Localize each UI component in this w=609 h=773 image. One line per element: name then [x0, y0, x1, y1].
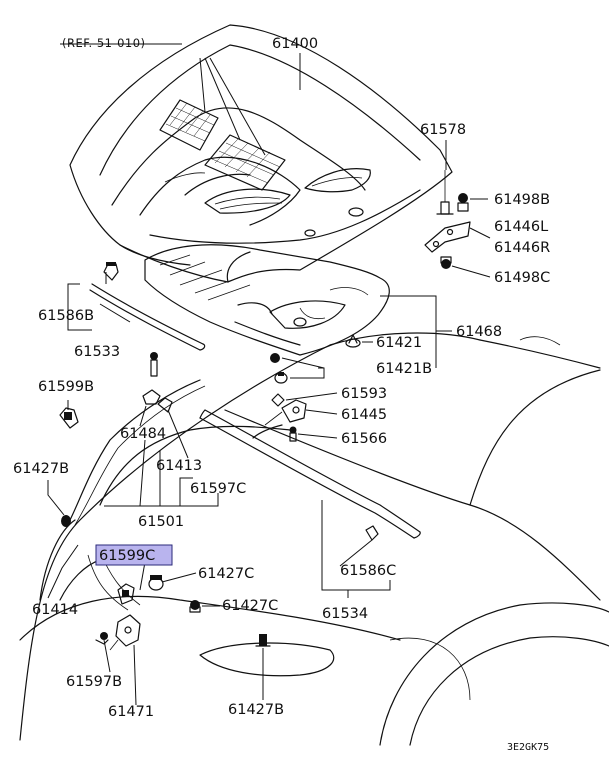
label-61566: 61566: [341, 431, 387, 447]
fasteners: [59, 170, 471, 651]
part-61427c-lower-icon: [189, 600, 201, 613]
label-61586c: 61586C: [340, 563, 396, 579]
part-61498b-icon: [457, 193, 469, 212]
label-61445: 61445: [341, 407, 387, 423]
leader-lines: [47, 43, 491, 706]
label-61421b: 61421B: [376, 361, 432, 377]
label-61413: 61413: [156, 458, 202, 474]
label-61471: 61471: [108, 704, 154, 720]
label-61498b: 61498B: [494, 192, 550, 208]
label-61534: 61534: [322, 606, 368, 622]
part-labels: (REF. 51-010) 61400 61578 61498B 61446L …: [13, 36, 550, 753]
label-61501: 61501: [138, 514, 184, 530]
part-61593-icon: [271, 393, 285, 407]
label-61586b: 61586B: [38, 308, 94, 324]
label-61597b: 61597B: [66, 674, 122, 690]
label-61599b: 61599B: [38, 379, 94, 395]
part-61578-icon: [436, 170, 454, 215]
part-61427b-grommet-icon: [61, 515, 71, 527]
label-61446r: 61446R: [494, 240, 550, 256]
label-61484: 61484: [120, 426, 166, 442]
weatherstrip-front: [89, 283, 206, 351]
hood-lock-icon: [109, 614, 141, 651]
label-61400: 61400: [272, 36, 318, 52]
label-61468: 61468: [456, 324, 502, 340]
part-61421b-icon: [270, 353, 288, 384]
part-61586c-icon: [365, 525, 379, 541]
part-61586b-icon: [103, 262, 119, 281]
highlight-box-61599c: [95, 544, 173, 566]
label-61427c-upper: 61427C: [198, 566, 254, 582]
part-61484-icon: [142, 352, 173, 413]
label-ref: (REF. 51-010): [62, 36, 146, 50]
part-61498c-icon: [440, 256, 452, 269]
label-61414: 61414: [32, 602, 78, 618]
part-61566-icon: [289, 426, 297, 442]
label-61446l: 61446L: [494, 219, 548, 235]
label-61593: 61593: [341, 386, 387, 402]
part-61427c-upper-icon: [148, 575, 164, 591]
hood-panel: [69, 24, 453, 283]
label-61427c-lower: 61427C: [222, 598, 278, 614]
car-body-outline: [19, 332, 609, 746]
label-61599c[interactable]: 61599C: [99, 548, 155, 564]
label-61597c: 61597C: [190, 481, 246, 497]
part-61421-icon: [345, 334, 361, 348]
label-61533: 61533: [74, 344, 120, 360]
part-61427b-bottom-icon: [255, 634, 271, 647]
label-61498c: 61498C: [494, 270, 550, 286]
hood-insulator: [144, 244, 390, 356]
hood-hinge-icon: [424, 221, 471, 253]
part-61445-icon: [264, 399, 307, 426]
part-61597b-icon: [95, 632, 109, 645]
label-61421: 61421: [376, 335, 422, 351]
drawing-code: 3E2GK75: [507, 742, 549, 753]
part-61599c-icon: [117, 583, 135, 605]
label-61427b-lower: 61427B: [228, 702, 284, 718]
label-61578: 61578: [420, 122, 466, 138]
label-61427b-upper: 61427B: [13, 461, 69, 477]
release-cable: [69, 379, 421, 611]
part-61599b-icon: [59, 407, 79, 429]
